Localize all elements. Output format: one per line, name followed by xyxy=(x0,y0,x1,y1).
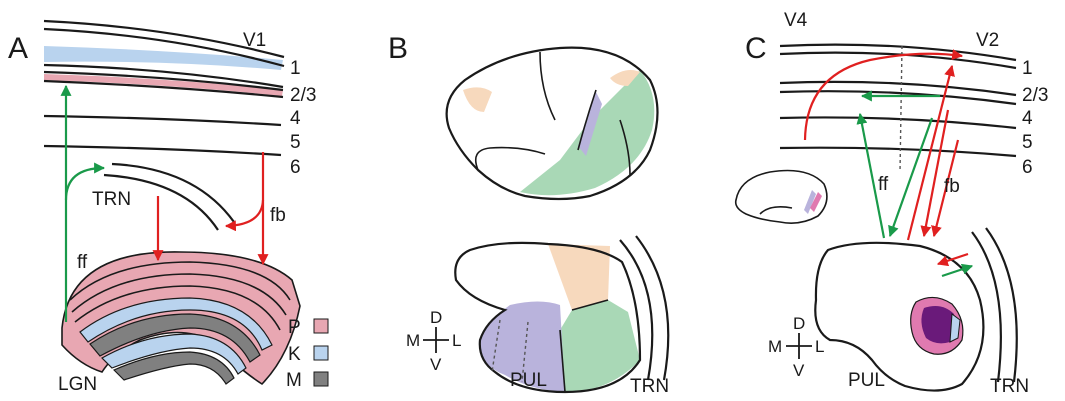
legend-m-swatch xyxy=(314,372,328,386)
c-ff-down-arrow xyxy=(890,118,932,236)
panel-a-trn-label: TRN xyxy=(92,189,131,210)
brain-peach-region-2 xyxy=(463,87,492,112)
c-compass-d: D xyxy=(793,314,805,333)
panel-a-fb-branch-arrow xyxy=(226,200,263,226)
panel-a-layer-2-3: 2/3 xyxy=(290,85,316,106)
panel-b-trn-label: TRN xyxy=(630,376,669,397)
pul-peach-region xyxy=(548,244,610,310)
brain-sulcus-2 xyxy=(540,52,555,120)
panel-c: C V4 V2 1 2/3 4 5 6 xyxy=(736,10,1049,397)
pul-green-region xyxy=(560,300,640,392)
panel-a-ff-label: ff xyxy=(77,252,88,273)
small-brain-sulcus xyxy=(760,207,792,214)
c-layer-line-5 xyxy=(780,148,1016,156)
legend-p-swatch xyxy=(314,319,328,333)
panel-c-layer-1: 1 xyxy=(1022,58,1033,79)
legend-m-label: M xyxy=(286,370,302,391)
panel-a-layer-1: 1 xyxy=(290,58,301,79)
panel-c-trn-arc-2 xyxy=(986,228,1017,382)
panel-c-area-left: V4 xyxy=(784,10,808,31)
panel-c-layer-6: 6 xyxy=(1022,157,1033,178)
c-fb-up-arrow xyxy=(908,66,952,240)
panel-c-area-right: V2 xyxy=(976,30,999,51)
compass-d: D xyxy=(430,308,442,327)
panel-c-cortex-layers xyxy=(780,45,1016,172)
c-layer-line-4 xyxy=(780,117,1016,128)
panel-a-letter: A xyxy=(8,32,28,65)
c-compass-l: L xyxy=(815,337,824,356)
c-area-border xyxy=(900,46,902,172)
panel-b-pul-label: PUL xyxy=(510,370,547,391)
panel-c-fb-label: fb xyxy=(944,176,960,197)
panel-a-lgn xyxy=(62,252,300,384)
panel-c-layer-4: 4 xyxy=(1022,108,1033,129)
c-trn-red-arrow xyxy=(938,254,968,264)
panel-c-pulvinar xyxy=(815,228,1016,391)
panel-a-layer-6: 6 xyxy=(290,157,301,178)
panel-a-area-label: V1 xyxy=(243,30,266,51)
legend-k-swatch xyxy=(314,346,328,360)
panel-a-lgn-label: LGN xyxy=(58,374,97,395)
panel-c-ff-label: ff xyxy=(878,174,889,195)
panel-b: B PUL TRN xyxy=(388,32,669,397)
legend-p-label: P xyxy=(288,317,301,338)
panel-c-pul-label: PUL xyxy=(848,370,885,391)
compass-v: V xyxy=(430,355,442,374)
panel-c-layer-5: 5 xyxy=(1022,132,1033,153)
panel-c-trn-label: TRN xyxy=(990,376,1029,397)
compass-m: M xyxy=(406,331,420,350)
layer-line-6 xyxy=(44,146,281,155)
panel-c-letter: C xyxy=(745,32,767,65)
panel-c-small-brain xyxy=(736,171,827,224)
panel-b-compass: D M L V xyxy=(406,308,461,374)
panel-b-brain xyxy=(447,48,658,199)
panel-c-layer-2-3: 2/3 xyxy=(1022,85,1048,106)
panel-a-layer-4: 4 xyxy=(290,108,301,129)
panel-a: A V1 1 2/3 4 5 6 TRN xyxy=(8,21,328,395)
panel-a-layer-5: 5 xyxy=(290,132,301,153)
c-compass-v: V xyxy=(793,361,805,380)
legend-k-label: K xyxy=(288,344,301,365)
c-compass-m: M xyxy=(768,337,782,356)
panel-b-letter: B xyxy=(388,32,408,65)
layer-line-5 xyxy=(44,116,281,125)
panel-a-legend: P K M xyxy=(286,317,328,391)
brain-sulcus-1 xyxy=(476,148,545,170)
compass-l: L xyxy=(452,331,461,350)
panel-a-fb-label: fb xyxy=(270,205,286,226)
panel-b-pulvinar xyxy=(455,236,668,392)
